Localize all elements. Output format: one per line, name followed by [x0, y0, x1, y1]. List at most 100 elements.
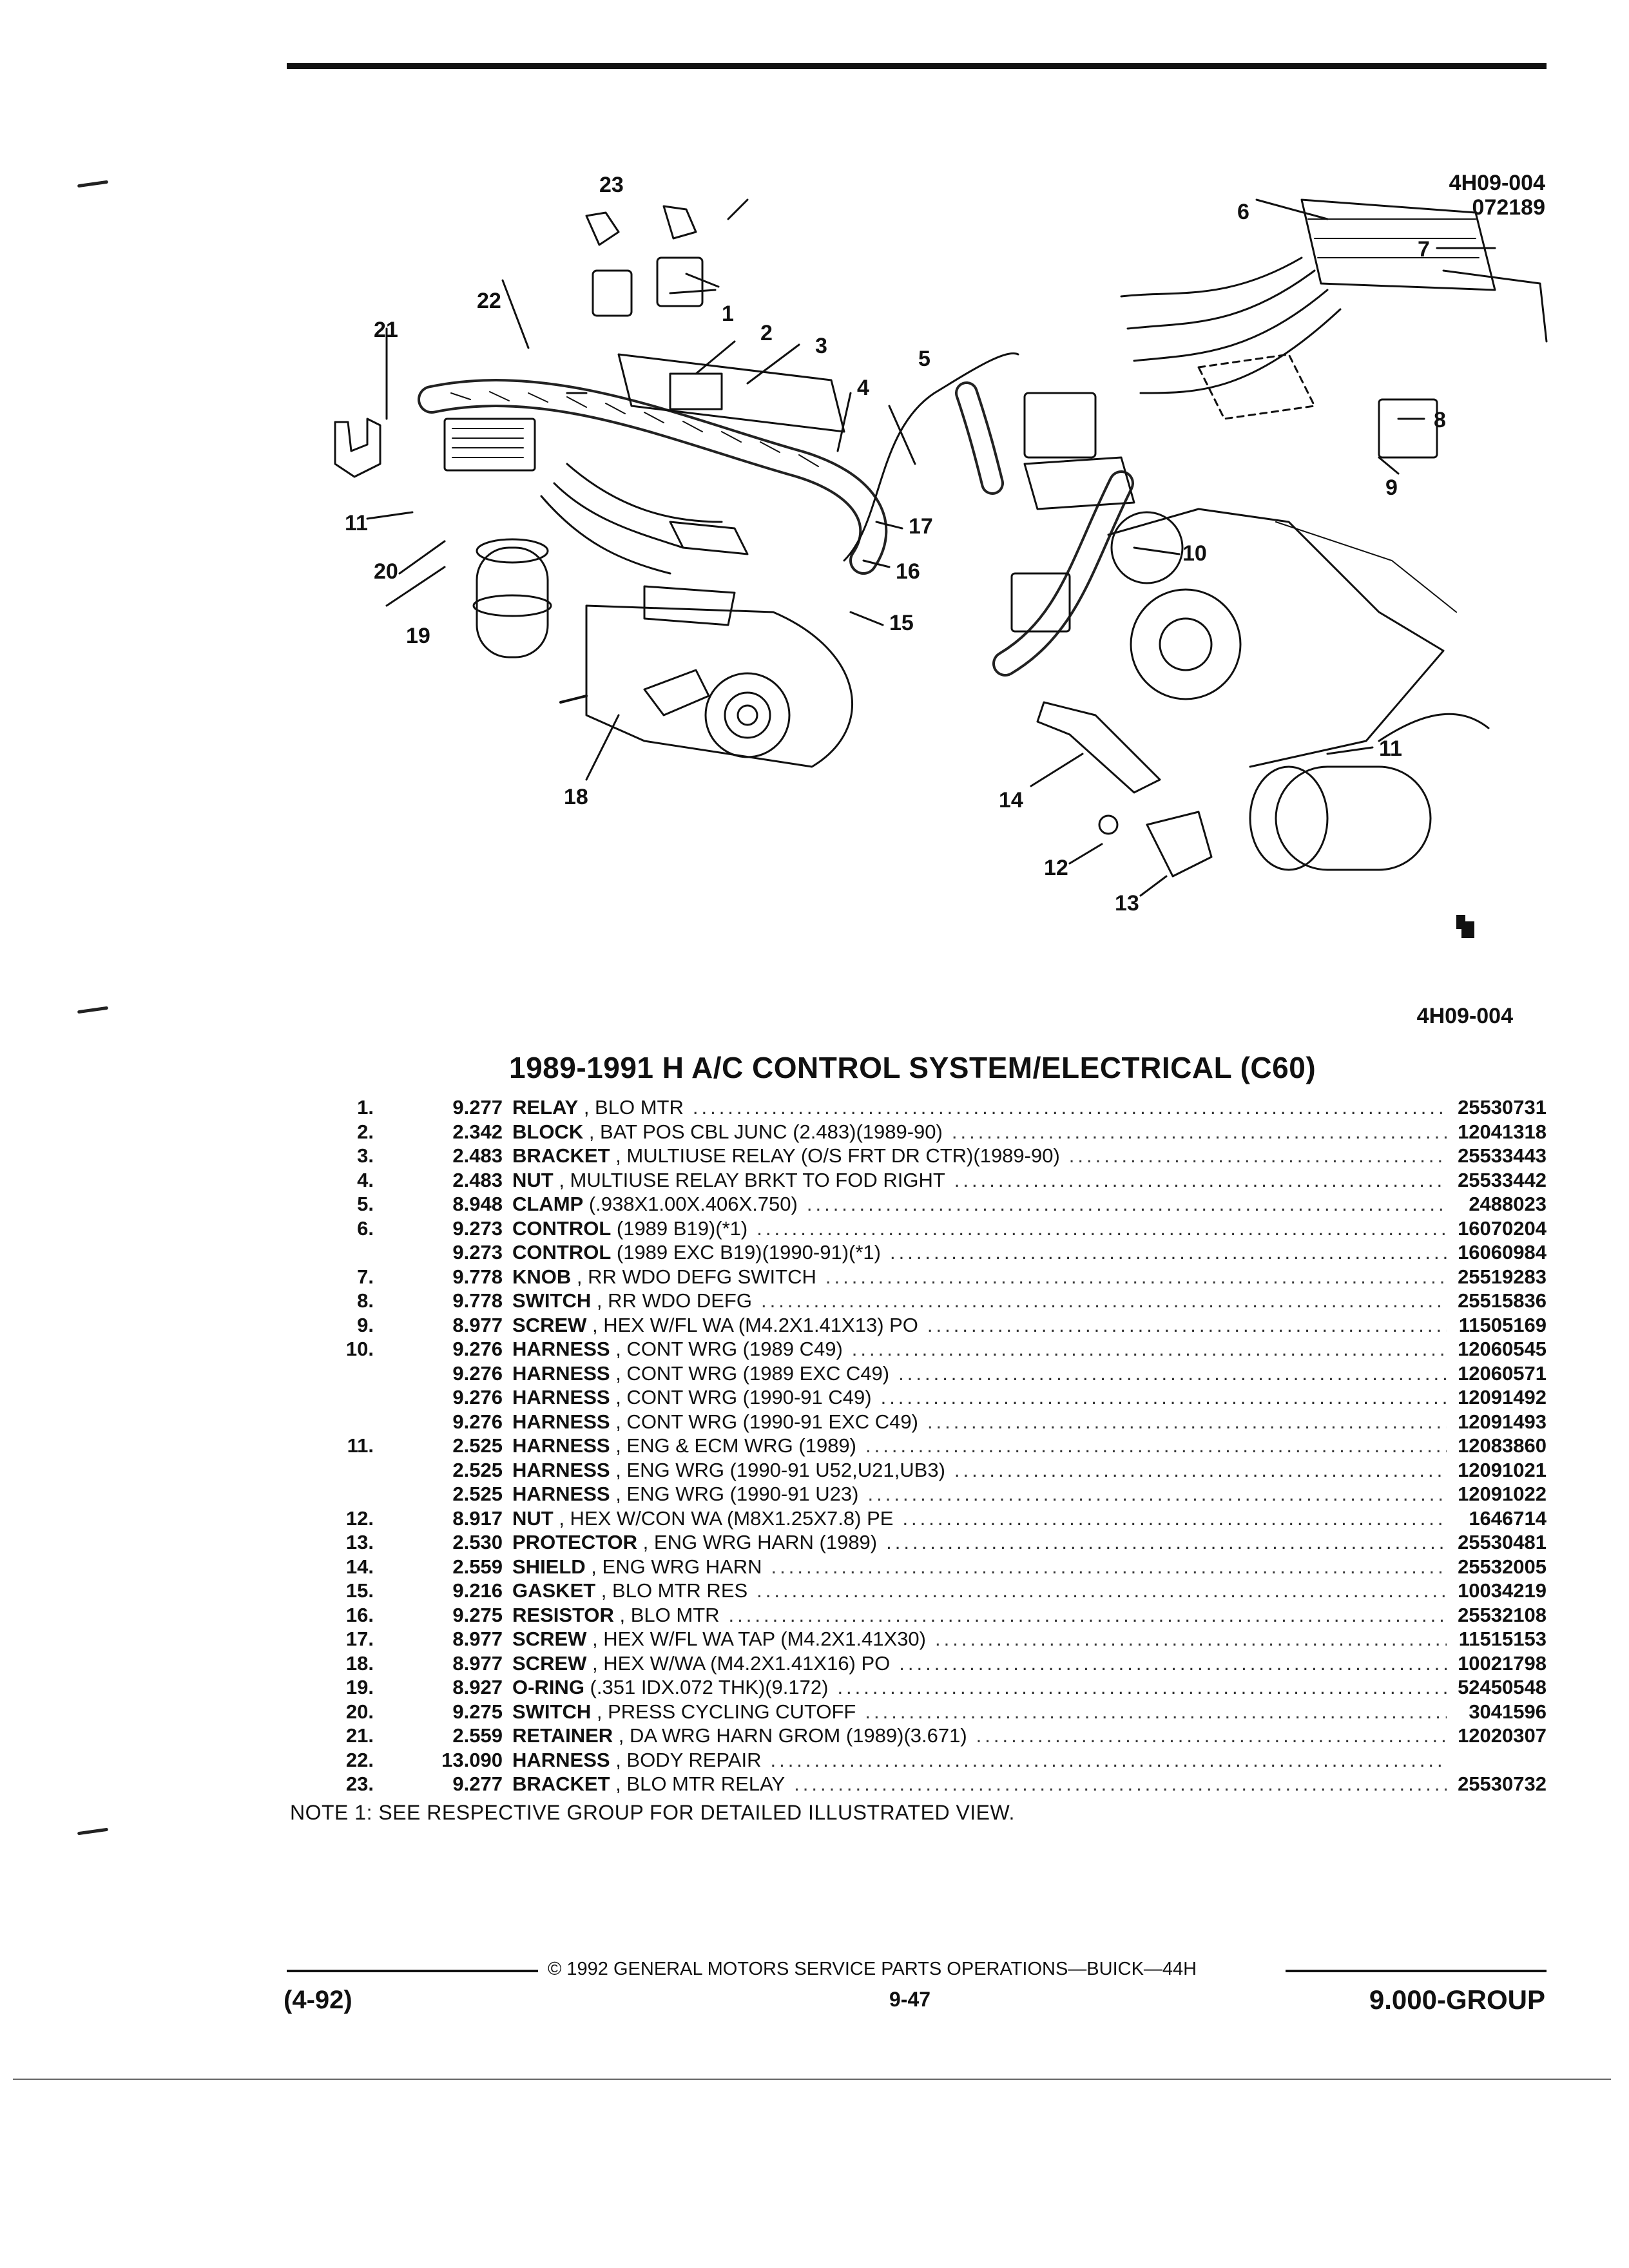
callout: 17 — [909, 514, 933, 539]
callout: 12 — [1044, 856, 1068, 880]
part-name: SCREW — [512, 1313, 587, 1336]
part-description: BRACKET , BLO MTR RELAY.................… — [512, 1772, 1453, 1796]
part-qualifier: (.351 IDX.072 THK)(9.172) — [584, 1676, 829, 1698]
footer-rule-right — [1286, 1970, 1547, 1972]
part-description: RELAY , BLO MTR.........................… — [512, 1095, 1453, 1120]
callout: 14 — [999, 788, 1023, 812]
part-qualifier: , ENG WRG (1990-91 U23) — [610, 1483, 859, 1505]
callout: 4 — [857, 376, 869, 400]
part-description: HARNESS , CONT WRG (1990-91 EXC C49)....… — [512, 1410, 1453, 1434]
item-number: 6. — [357, 1216, 374, 1240]
part-name: HARNESS — [512, 1458, 610, 1481]
leader-dots: ........................................… — [927, 1313, 1447, 1336]
group-number: 9.216 — [452, 1579, 503, 1602]
group-number: 2.525 — [452, 1483, 503, 1505]
part-qualifier: , PRESS CYCLING CUTOFF — [591, 1700, 856, 1723]
part-number: 16070204 — [1458, 1216, 1547, 1240]
part-qualifier: , HEX W/CON WA (M8X1.25X7.8) PE — [553, 1506, 894, 1530]
bottom-rule — [13, 2079, 1611, 2080]
part-description: HARNESS , BODY REPAIR...................… — [512, 1748, 1453, 1773]
part-name: RETAINER — [512, 1724, 613, 1747]
part-number: 52450548 — [1458, 1676, 1547, 1698]
part-description: SWITCH , RR WDO DEFG....................… — [512, 1289, 1453, 1313]
part-name: HARNESS — [512, 1410, 610, 1433]
part-name: RELAY — [512, 1096, 579, 1119]
leader-dots: ........................................… — [867, 1483, 1447, 1505]
part-name: SWITCH — [512, 1700, 592, 1723]
leader-dots: ........................................… — [976, 1724, 1447, 1747]
group-label: 9.000-GROUP — [1369, 1984, 1545, 2015]
item-number: 1. — [357, 1096, 374, 1119]
group-number: 9.778 — [452, 1289, 503, 1312]
leader-dots: ........................................… — [865, 1700, 1447, 1723]
part-qualifier: , BODY REPAIR — [610, 1748, 762, 1771]
item-number: 8. — [357, 1289, 374, 1312]
part-qualifier: , HEX W/WA (M4.2X1.41X16) PO — [586, 1651, 891, 1675]
callout: 7 — [1418, 237, 1430, 262]
item-number: 13. — [345, 1531, 374, 1553]
item-number: 19. — [345, 1676, 374, 1698]
group-number: 8.927 — [452, 1676, 503, 1698]
part-number: 11515153 — [1458, 1628, 1547, 1650]
part-number: 25530732 — [1458, 1773, 1547, 1795]
list-item: 8. 9.778 SWITCH , RR WDO DEFG.............… — [284, 1289, 1547, 1313]
item-number: 17. — [345, 1628, 374, 1650]
part-number: 12091022 — [1458, 1483, 1547, 1505]
part-description: GASKET , BLO MTR RES....................… — [512, 1579, 1453, 1603]
callout: 9 — [1385, 476, 1398, 500]
part-number: 25530481 — [1458, 1531, 1547, 1553]
part-name: HARNESS — [512, 1361, 610, 1385]
part-description: CONTROL (1989 B19)(*1)..................… — [512, 1216, 1453, 1241]
part-qualifier: , CONT WRG (1990-91 C49) — [610, 1386, 872, 1408]
list-item: 2.525 HARNESS , ENG WRG (1990-91 U23)....… — [284, 1482, 1547, 1506]
part-name: HARNESS — [512, 1386, 610, 1408]
page-number: 9-47 — [889, 1988, 931, 2011]
leader-dots: ........................................… — [899, 1651, 1447, 1675]
item-number: 7. — [357, 1265, 374, 1288]
margin-mark — [77, 180, 109, 188]
part-name: HARNESS — [512, 1338, 610, 1360]
part-number: 12060571 — [1458, 1361, 1547, 1385]
group-number: 2.525 — [452, 1458, 503, 1481]
leader-dots: ........................................… — [951, 1120, 1447, 1143]
leader-dots: ........................................… — [728, 1603, 1447, 1626]
callout: 5 — [918, 347, 930, 371]
callout: 18 — [564, 785, 588, 809]
part-name: RESISTOR — [512, 1603, 614, 1626]
part-name: HARNESS — [512, 1748, 610, 1771]
callout: 2 — [760, 321, 773, 345]
part-name: HARNESS — [512, 1483, 610, 1505]
part-qualifier: , ENG & ECM WRG (1989) — [610, 1434, 856, 1457]
group-number: 9.276 — [452, 1410, 503, 1433]
part-number: 25533442 — [1458, 1168, 1547, 1191]
leader-dots: ........................................… — [880, 1386, 1447, 1408]
part-qualifier: , ENG WRG HARN (1989) — [637, 1531, 878, 1553]
group-number: 9.275 — [452, 1700, 503, 1723]
part-description: HARNESS , CONT WRG (1989 C49)...........… — [512, 1337, 1453, 1361]
part-qualifier: , CONT WRG (1989 C49) — [610, 1338, 843, 1360]
item-number: 11. — [347, 1434, 374, 1457]
part-number: 25532005 — [1458, 1555, 1547, 1578]
part-name: SCREW — [512, 1628, 587, 1650]
callout: 11 — [345, 511, 368, 535]
item-number: 3. — [357, 1144, 374, 1167]
part-name: BLOCK — [512, 1120, 584, 1143]
leader-dots: ........................................… — [771, 1555, 1447, 1578]
leader-dots: ........................................… — [806, 1193, 1447, 1215]
part-number: 12020307 — [1458, 1724, 1547, 1747]
group-number: 13.090 — [441, 1748, 503, 1771]
part-description: O-RING (.351 IDX.072 THK)(9.172)........… — [512, 1675, 1453, 1700]
